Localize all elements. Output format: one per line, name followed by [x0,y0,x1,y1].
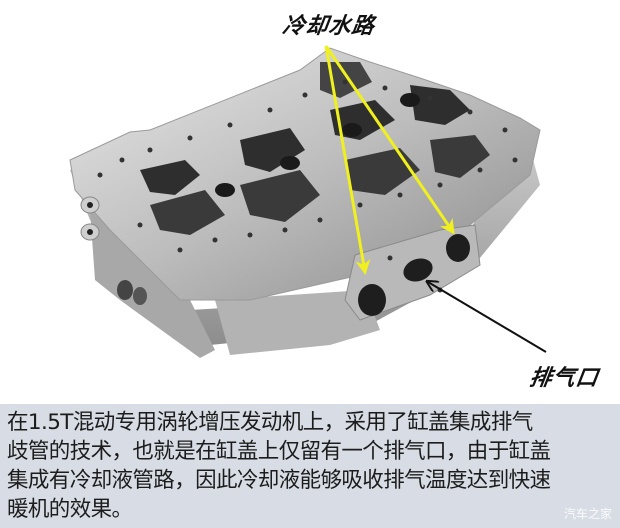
caption-line-3: 集成有冷却液管路，因此冷却液能够吸收排气温度达到快速 [7,468,551,493]
front-bosses [80,196,147,305]
coolant-arrow-left [324,45,371,275]
coolant-channel-label: 冷却水路 [280,14,377,39]
exhaust-flange [344,224,481,321]
caption-line-4: 暖机的效果。 [7,497,133,522]
caption-line-1: 在1.5T混动专用涡轮增压发动机上，采用了缸盖集成排气 [7,410,533,435]
bolt-holes [97,79,518,253]
spark-plug-holes [215,93,420,197]
exhaust-arrow [428,282,547,353]
caption-panel: 在1.5T混动专用涡轮增压发动机上，采用了缸盖集成排气 歧管的技术，也就是在缸盖… [0,404,620,528]
exhaust-port-label: 排气口 [527,366,601,391]
watermark: 汽车之家 [563,507,612,521]
caption-line-2: 歧管的技术，也就是在缸盖上仅留有一个排气口，由于缸盖 [7,439,551,464]
cylinder-head-illustration [69,45,547,358]
coolant-arrows [324,45,455,275]
engine-figure: 冷却水路 排气口 [69,14,601,391]
coolant-arrow-right [324,45,455,235]
